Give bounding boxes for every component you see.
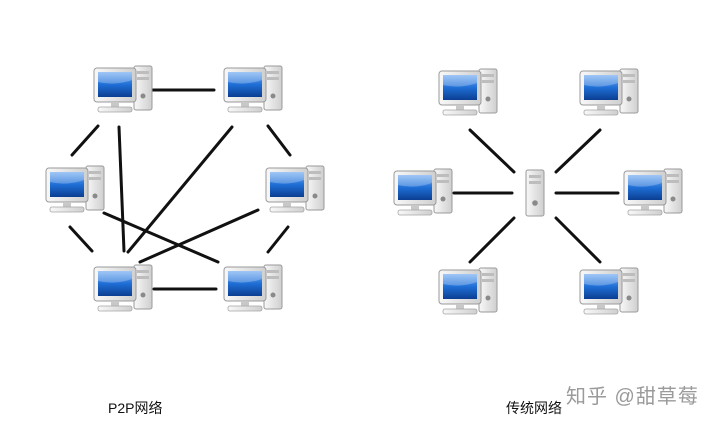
watermark: 知乎 @甜草莓 [566, 386, 699, 408]
p2p-link [138, 208, 260, 264]
desktop-computer-icon [438, 267, 498, 315]
p2p-link [266, 225, 290, 254]
traditional-links [452, 128, 620, 264]
server-tower-icon [525, 169, 545, 217]
p2p-link [117, 125, 126, 253]
traditional-link [468, 216, 516, 264]
p2p-nodes [45, 65, 325, 312]
p2p-links [68, 88, 292, 291]
p2p-link [266, 124, 292, 157]
desktop-computer-icon [579, 267, 639, 315]
desktop-computer-icon [579, 68, 639, 116]
desktop-computer-icon [93, 65, 153, 113]
desktop-computer-icon [623, 168, 683, 216]
p2p-link [68, 225, 94, 253]
desktop-computer-icon [45, 165, 105, 213]
p2p-link [126, 125, 234, 254]
traditional-link [554, 216, 602, 264]
p2p-link [70, 124, 100, 157]
traditional-nodes [393, 68, 683, 315]
traditional-link [554, 128, 602, 174]
traditional-caption: 传统网络 [506, 400, 562, 416]
p2p-link [102, 211, 220, 264]
traditional-link [468, 128, 516, 174]
desktop-computer-icon [223, 264, 283, 312]
desktop-computer-icon [393, 168, 453, 216]
desktop-computer-icon [265, 165, 325, 213]
desktop-computer-icon [93, 264, 153, 312]
desktop-computer-icon [223, 65, 283, 113]
desktop-computer-icon [438, 68, 498, 116]
p2p-caption: P2P网络 [108, 400, 163, 416]
